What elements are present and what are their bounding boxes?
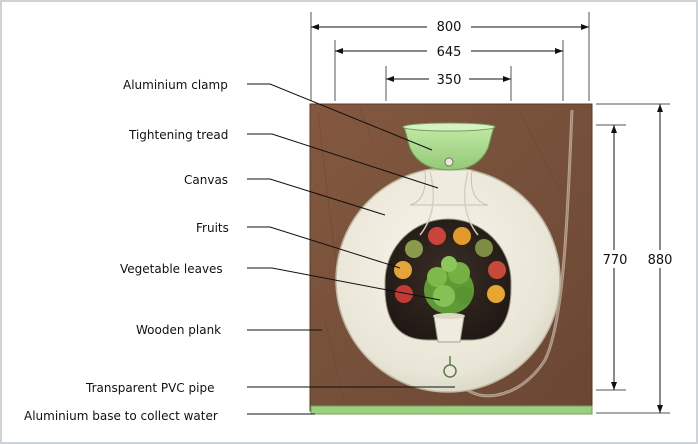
dimension-880: 880 [596,103,677,414]
pvc-pipe-highlight [451,109,573,397]
fruit [428,227,446,245]
callout-fruits: Fruits [196,221,401,269]
callout-canvas: Canvas [184,173,386,216]
label-aluminium-base: Aluminium base to collect water [24,409,218,423]
tightening-tread [444,157,454,167]
fruit [453,227,471,245]
label-canvas: Canvas [184,173,228,187]
fruit [488,261,506,279]
leaf-pot-rim [433,313,465,319]
label-pvc-pipe: Transparent PVC pipe [85,381,214,395]
label-wooden-plank: Wooden plank [136,323,221,337]
drain-fitting [443,364,457,378]
aluminium-clamp [403,125,495,171]
dimension-645: 645 [334,40,564,101]
callout-vegetable-leaves: Vegetable leaves [120,262,441,301]
canvas-fold [419,171,435,236]
dimension-350: 350 [385,66,512,101]
fruit [475,239,493,257]
fruit [394,261,412,279]
fruit [487,285,505,303]
dim-350-label: 350 [437,73,462,88]
aluminium-clamp-rim [402,122,496,132]
callout-aluminium-base: Aluminium base to collect water [24,409,315,423]
dim-645-label: 645 [437,45,462,60]
label-vegetable-leaves: Vegetable leaves [120,262,223,276]
dim-880-label: 880 [648,253,673,268]
callout-pvc-pipe: Transparent PVC pipe [85,381,455,395]
vegetable-leaves [424,256,474,314]
dim-800-label: 800 [437,20,462,35]
dimension-800: 800 [310,12,590,101]
canvas-neck [409,169,489,206]
callout-wooden-plank: Wooden plank [136,323,322,337]
callout-tightening-tread: Tightening tread [128,128,439,189]
canvas-fold [463,171,479,236]
label-fruits: Fruits [196,221,229,235]
fruits [394,227,506,303]
label-tightening-tread: Tightening tread [128,128,228,142]
aluminium-base [310,405,593,415]
dimension-770: 770 [596,124,630,391]
label-aluminium-clamp: Aluminium clamp [123,78,228,92]
callout-aluminium-clamp: Aluminium clamp [123,78,433,151]
fruit [405,240,423,258]
fruit [395,285,413,303]
dim-770-label: 770 [603,253,628,268]
leaf-pot [433,315,465,343]
